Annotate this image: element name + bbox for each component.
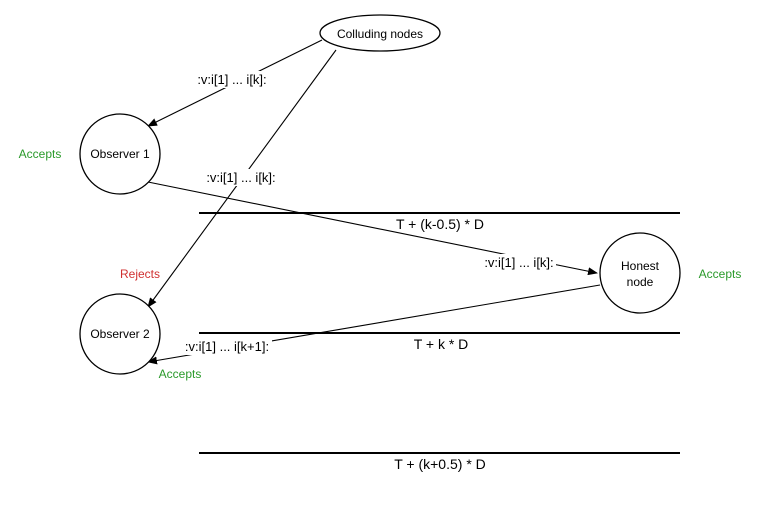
observer1-label: Observer 1: [90, 147, 150, 161]
message-label-to-observer1: :v:i[1] ... i[k]:: [197, 72, 266, 87]
message-label-to-observer2: :v:i[1] ... i[k]:: [206, 170, 275, 185]
message-label-honest-to-observer2: :v:i[1] ... i[k+1]:: [185, 339, 269, 354]
observer2-label: Observer 2: [90, 327, 150, 341]
honest-node-status: Accepts: [699, 267, 742, 281]
honest-node-label-line1: Honest: [621, 259, 660, 273]
timeline-3-label: T + (k+0.5) * D: [394, 456, 486, 472]
observer2-reject-status: Rejects: [120, 267, 160, 281]
message-label-to-honest: :v:i[1] ... i[k]:: [484, 255, 553, 270]
honest-node-circle: [599, 232, 681, 314]
timeline-2-label: T + k * D: [414, 336, 469, 352]
observer1-status: Accepts: [19, 147, 62, 161]
observer2-accept-status: Accepts: [159, 367, 202, 381]
colluding-nodes-label: Colluding nodes: [337, 27, 423, 41]
colluding-nodes-ellipse: [319, 14, 441, 52]
observer2-circle: [79, 293, 161, 375]
observer1-circle: [79, 113, 161, 195]
honest-node-label-line2: node: [627, 275, 654, 289]
timeline-1-label: T + (k-0.5) * D: [396, 216, 484, 232]
